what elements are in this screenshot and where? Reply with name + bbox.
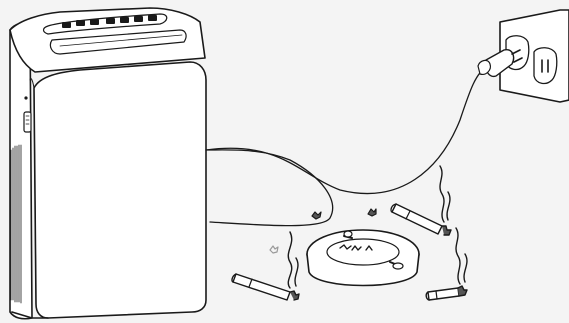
ash-flake-3 (270, 246, 278, 253)
smoke-right-top (440, 166, 450, 222)
cigarette-right-top (391, 166, 451, 235)
ash-flake-2 (368, 209, 376, 216)
outlet-socket-lower (534, 48, 557, 84)
ash-flake-1 (312, 212, 321, 219)
power-cord (206, 66, 488, 194)
air-conditioner-unit (10, 8, 206, 319)
side-handle (24, 112, 31, 132)
smoke-left (288, 232, 298, 288)
unit-front-panel (34, 62, 206, 318)
ashtray (307, 230, 419, 286)
smoke-right-bottom (456, 228, 467, 284)
cigarette-right-bottom (426, 228, 467, 300)
ashtray-rim-inner (327, 239, 399, 265)
cigarette-left (232, 232, 299, 300)
